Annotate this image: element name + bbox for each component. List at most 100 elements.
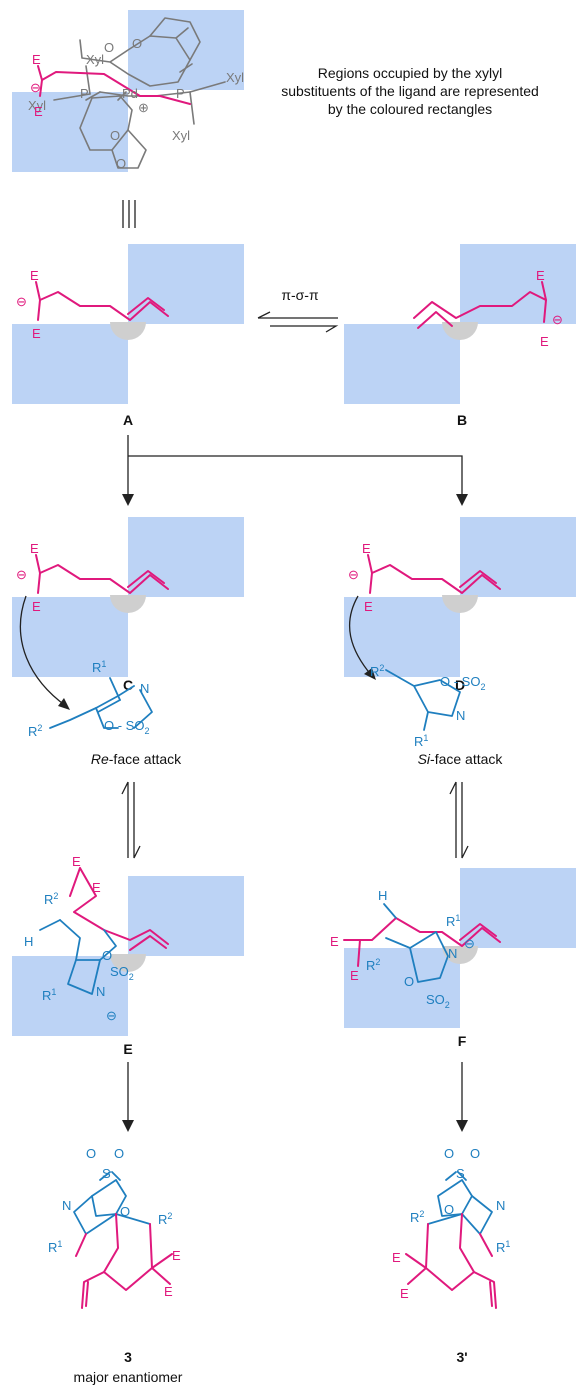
label-product-3-prime: 3'	[456, 1349, 467, 1365]
arrow-E-to-3	[122, 1062, 134, 1132]
svg-text:O - SO2: O - SO2	[104, 718, 149, 736]
svg-text:O: O	[104, 40, 114, 55]
re-face-caption: Re-face attack	[91, 751, 182, 767]
svg-text:⊖: ⊖	[30, 80, 41, 95]
intermediate-D: E ⊖ E	[344, 517, 576, 680]
svg-text:E: E	[172, 1248, 181, 1263]
svg-text:O: O	[132, 36, 142, 51]
note-line-3: by the coloured rectangles	[328, 101, 492, 117]
svg-text:H: H	[378, 888, 387, 903]
label-D: D	[455, 677, 465, 693]
svg-text:E: E	[536, 268, 545, 283]
svg-text:⊖: ⊖	[464, 936, 475, 951]
svg-text:E: E	[362, 541, 371, 556]
svg-text:N: N	[448, 946, 457, 961]
svg-text:Pd: Pd	[122, 86, 138, 101]
svg-text:R2: R2	[158, 1211, 172, 1227]
svg-text:Xyl: Xyl	[28, 98, 46, 113]
svg-text:P: P	[176, 86, 185, 101]
svg-text:O: O	[86, 1146, 96, 1161]
svg-text:N: N	[62, 1198, 71, 1213]
equilibrium-C-E	[121, 781, 141, 859]
pi-sigma-pi-label: π-σ-π	[281, 287, 319, 303]
svg-text:E: E	[32, 326, 41, 341]
svg-text:N: N	[496, 1198, 505, 1213]
xylyl-region-bottom-left	[12, 92, 128, 172]
svg-text:O: O	[102, 948, 112, 963]
svg-text:⊖: ⊖	[348, 567, 359, 582]
svg-text:R1: R1	[414, 733, 428, 749]
label-F: F	[458, 1033, 467, 1049]
svg-text:E: E	[400, 1286, 409, 1301]
svg-text:Xyl: Xyl	[172, 128, 190, 143]
svg-text:SO2: SO2	[110, 964, 134, 982]
label-E: E	[123, 1041, 132, 1057]
svg-text:H: H	[24, 934, 33, 949]
svg-text:E: E	[32, 599, 41, 614]
svg-text:O - SO2: O - SO2	[440, 674, 485, 692]
svg-text:R1: R1	[48, 1239, 62, 1255]
label-C: C	[123, 677, 133, 693]
legend-note: Regions occupied by the xylyl substituen…	[281, 65, 539, 117]
label-A: A	[123, 412, 133, 428]
label-B: B	[457, 412, 467, 428]
svg-text:P: P	[80, 86, 89, 101]
svg-text:O: O	[116, 156, 126, 171]
svg-text:R1: R1	[92, 659, 106, 675]
svg-text:E: E	[330, 934, 339, 949]
svg-text:O: O	[444, 1202, 454, 1217]
svg-text:⊖: ⊖	[106, 1008, 117, 1023]
svg-text:E: E	[92, 880, 101, 895]
svg-text:E: E	[30, 541, 39, 556]
svg-text:O: O	[444, 1146, 454, 1161]
svg-text:R2: R2	[44, 891, 58, 907]
xylyl-region-top-right	[128, 10, 244, 90]
intermediate-A: E ⊖ E	[12, 244, 244, 404]
svg-text:E: E	[30, 268, 39, 283]
svg-text:⊖: ⊖	[552, 312, 563, 327]
svg-text:S: S	[456, 1166, 465, 1181]
svg-text:E: E	[350, 968, 359, 983]
svg-text:Xyl: Xyl	[226, 70, 244, 85]
svg-text:R2: R2	[28, 723, 42, 739]
svg-text:R2: R2	[410, 1209, 424, 1225]
svg-text:O: O	[404, 974, 414, 989]
product-3-prime: O O S N O R2 R1 E E	[392, 1146, 510, 1309]
svg-text:R1: R1	[496, 1239, 510, 1255]
svg-text:R1: R1	[42, 987, 56, 1003]
intermediate-C: E ⊖ E	[12, 517, 244, 710]
svg-text:S: S	[102, 1166, 111, 1181]
svg-text:Xyl: Xyl	[86, 52, 104, 67]
svg-text:E: E	[34, 104, 43, 119]
svg-text:⊖: ⊖	[16, 294, 27, 309]
svg-text:⊖: ⊖	[16, 567, 27, 582]
equilibrium-arrows: π-σ-π	[257, 287, 339, 333]
svg-text:O: O	[120, 1204, 130, 1219]
svg-text:SO2: SO2	[426, 992, 450, 1010]
arrow-F-to-3prime	[456, 1062, 468, 1132]
svg-text:E: E	[364, 599, 373, 614]
svg-text:O: O	[110, 128, 120, 143]
si-face-caption: Si-face attack	[418, 751, 504, 767]
pd-complex: Xyl Xyl Xyl Xyl P P Pd ⊕ O O O O E ⊖ E	[12, 10, 244, 172]
intermediate-F: E E H R2 R1 N ⊖ O SO2	[330, 868, 576, 1028]
substrate-re: R1 N O - SO2 R2	[28, 659, 153, 739]
note-line-2: substituents of the ligand are represent…	[281, 83, 539, 99]
svg-text:R2: R2	[366, 957, 380, 973]
intermediate-B: E ⊖ E	[344, 244, 576, 404]
equilibrium-D-F	[449, 781, 469, 859]
label-product-3: 3	[124, 1349, 132, 1365]
product-3: O O S N O R2 R1 E E	[48, 1146, 181, 1309]
equivalence-sign	[122, 200, 136, 228]
svg-text:E: E	[540, 334, 549, 349]
svg-text:E: E	[164, 1284, 173, 1299]
svg-text:R1: R1	[446, 913, 460, 929]
svg-text:N: N	[96, 984, 105, 999]
svg-text:R2: R2	[370, 663, 384, 679]
svg-text:⊕: ⊕	[138, 100, 149, 115]
branch-arrows	[122, 435, 468, 506]
svg-text:E: E	[32, 52, 41, 67]
svg-text:O: O	[114, 1146, 124, 1161]
svg-text:O: O	[470, 1146, 480, 1161]
